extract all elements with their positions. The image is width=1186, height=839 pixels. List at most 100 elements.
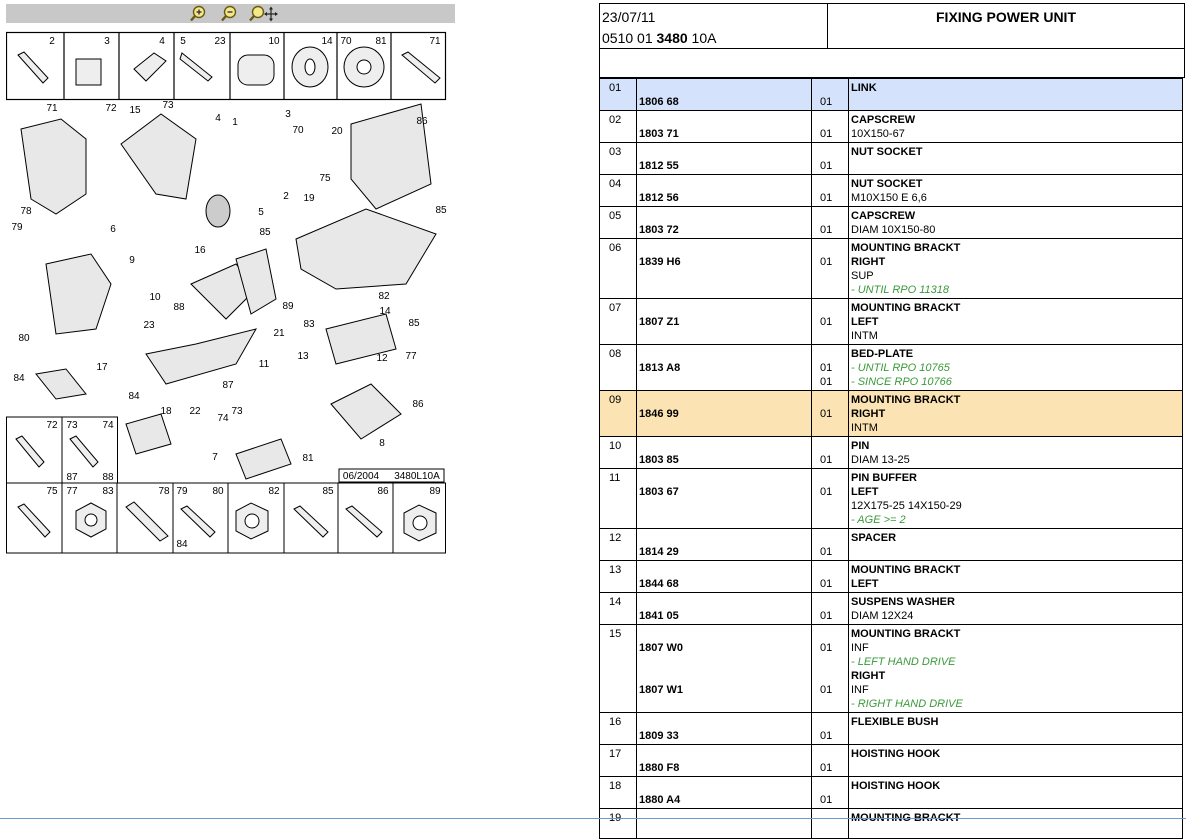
diagram-callout: 13 <box>297 351 309 362</box>
diagram-callout: 85 <box>408 318 420 329</box>
diagram-callout: 73 <box>231 406 243 417</box>
part-index: 01 <box>599 78 637 111</box>
part-reference[interactable]: 1846 99 <box>636 390 812 437</box>
part-quantity-line <box>820 301 846 315</box>
part-index: 06 <box>599 238 637 299</box>
diagram-callout: 9 <box>129 255 135 266</box>
diagram-callout: 4 <box>215 113 221 124</box>
diagram-callout: 71 <box>46 103 58 114</box>
diagram-callout: 89 <box>282 301 294 312</box>
part-quantity-line: 01 <box>820 454 833 466</box>
part-quantity-line <box>820 779 846 793</box>
part-index: 14 <box>599 592 637 625</box>
part-description-line: INTM <box>851 330 878 342</box>
part-quantity-line <box>820 747 846 761</box>
part-reference-line: 1803 72 <box>639 224 679 236</box>
part-reference[interactable]: 1812 55 <box>636 142 812 175</box>
diagram-callout: 11 <box>259 359 270 370</box>
callout-10: 10 <box>268 36 280 47</box>
diagram-callout: 77 <box>66 486 78 497</box>
zoom-out-icon[interactable] <box>220 5 238 22</box>
part-quantity-line: 01 <box>820 376 833 388</box>
diagram-callout: 77 <box>405 351 417 362</box>
diagram-callout: 74 <box>102 420 114 431</box>
part-reference-line: 1803 67 <box>639 486 679 498</box>
part-reference-line: 1807 Z1 <box>639 316 680 328</box>
part-reference-line <box>639 779 809 793</box>
catalog-code: 0510 01 3480 10A <box>602 30 717 46</box>
part-reference-line <box>639 669 809 683</box>
callout-81: 81 <box>375 36 387 47</box>
part-reference[interactable]: 1814 29 <box>636 528 812 561</box>
diagram-callout: 80 <box>212 486 224 497</box>
diagram-callout: 86 <box>412 399 424 410</box>
part-reference-line: 1803 85 <box>639 454 679 466</box>
header-ref-cell: 23/07/11 0510 01 3480 10A <box>600 4 828 48</box>
part-reference[interactable]: 1839 H6 <box>636 238 812 299</box>
part-reference-line <box>639 347 809 361</box>
part-reference[interactable]: 1809 33 <box>636 712 812 745</box>
zoom-pan-icon[interactable] <box>248 5 278 22</box>
part-description-line: NUT SOCKET <box>851 178 923 190</box>
part-reference[interactable]: 1880 A4 <box>636 776 812 809</box>
part-reference-line <box>639 563 809 577</box>
part-reference[interactable]: 1803 72 <box>636 206 812 239</box>
part-reference[interactable]: 1803 85 <box>636 436 812 469</box>
part-description-line: 12X175-25 14X150-29 <box>851 500 962 512</box>
part-quantity-line: 01 <box>820 316 833 328</box>
part-quantity-line: 01 <box>820 546 833 558</box>
part-reference[interactable]: 1803 67 <box>636 468 812 529</box>
part-reference[interactable]: 1812 56 <box>636 174 812 207</box>
part-reference[interactable]: 1844 68 <box>636 560 812 593</box>
part-reference-line <box>639 113 809 127</box>
part-reference-line <box>639 595 809 609</box>
diagram-callout: 73 <box>162 100 174 111</box>
zoom-toolbar <box>6 4 455 23</box>
part-quantity-line: 01 <box>820 224 833 236</box>
window-bottom-border <box>0 818 1186 819</box>
part-reference[interactable]: 1880 F8 <box>636 744 812 777</box>
part-reference[interactable]: 1807 Z1 <box>636 298 812 345</box>
part-reference[interactable]: 1813 A8 <box>636 344 812 391</box>
part-quantity-line <box>820 439 846 453</box>
part-description: BED-PLATE- UNTIL RPO 10765- SINCE RPO 10… <box>848 344 1183 391</box>
part-reference[interactable]: 1806 68 <box>636 78 812 111</box>
part-reference-line: 1813 A8 <box>639 362 681 374</box>
part-quantity-line <box>820 627 846 641</box>
part-description-line: RIGHT <box>851 408 886 420</box>
zoom-in-icon[interactable] <box>189 5 207 22</box>
part-quantity-line: 01 <box>820 762 833 774</box>
part-reference[interactable]: 1841 05 <box>636 592 812 625</box>
part-quantity: 01 <box>811 528 849 561</box>
part-reference[interactable] <box>636 808 812 839</box>
part-reference[interactable]: 1803 71 <box>636 110 812 143</box>
part-quantity: 01 <box>811 110 849 143</box>
diagram-callout: 12 <box>376 353 388 364</box>
part-description-line: M10X150 E 6,6 <box>851 192 927 204</box>
